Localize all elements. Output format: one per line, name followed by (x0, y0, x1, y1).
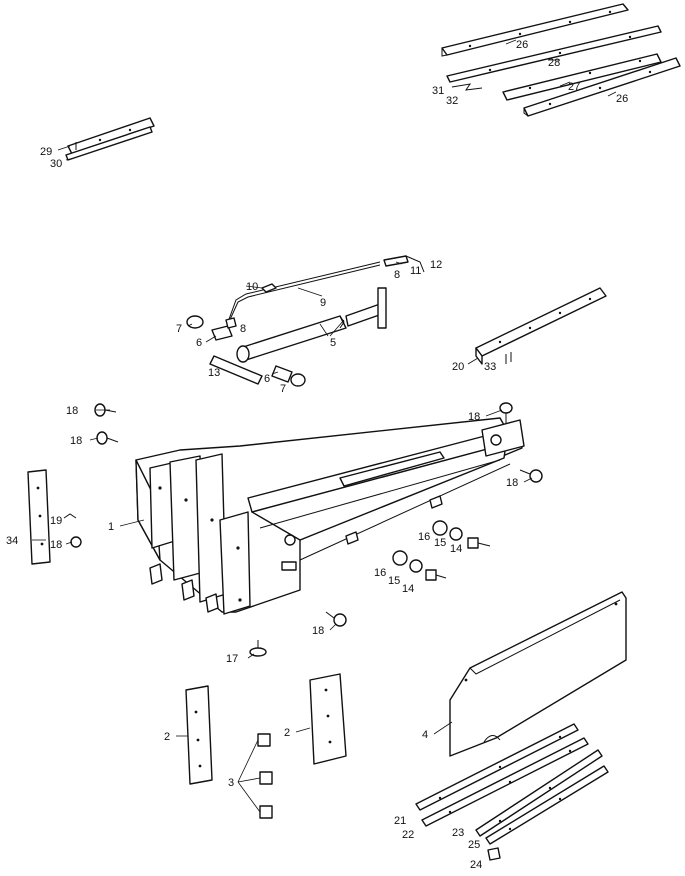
label-22: 22 (402, 829, 414, 841)
label-12: 12 (430, 259, 442, 271)
label-27: 27 (568, 81, 580, 93)
bolt-14-a (467, 537, 491, 549)
washer-15-b (409, 559, 423, 573)
label-2-left: 2 (164, 731, 170, 743)
clip-3-c (259, 805, 273, 819)
label-16-b: 16 (374, 567, 386, 579)
label-14-a: 14 (450, 543, 462, 555)
label-18-c: 18 (468, 411, 480, 423)
label-9: 9 (320, 297, 326, 309)
strip-27 (502, 53, 662, 101)
label-31: 31 (432, 85, 444, 97)
bolt-14-b (425, 569, 447, 581)
label-18-f: 18 (312, 625, 324, 637)
label-18-b: 18 (70, 435, 82, 447)
label-15-b: 15 (388, 575, 400, 587)
pin-19 (63, 513, 77, 519)
strip-26-bottom (523, 57, 681, 117)
label-8-left: 8 (240, 323, 246, 335)
label-28: 28 (548, 57, 560, 69)
label-10: 10 (246, 281, 258, 293)
foot-17 (249, 640, 267, 657)
label-13: 13 (208, 367, 220, 379)
panel-4 (449, 591, 627, 757)
bolt-33 (505, 352, 512, 364)
label-29: 29 (40, 146, 52, 158)
label-18-e: 18 (50, 539, 62, 551)
clip-24 (487, 847, 501, 861)
knob-18-f (325, 611, 347, 627)
washer-16-a (432, 520, 448, 536)
label-21: 21 (394, 815, 406, 827)
label-33: 33 (484, 361, 496, 373)
washer-15-a (449, 527, 463, 541)
washer-16-b (392, 550, 408, 566)
knob-18-d (519, 469, 543, 483)
label-8-right: 8 (394, 269, 400, 281)
label-18-a: 18 (66, 405, 78, 417)
label-3: 3 (228, 777, 234, 789)
label-4: 4 (422, 729, 428, 741)
knob-18-c (499, 402, 513, 424)
knob-18-e (70, 536, 82, 548)
strip-23 (475, 749, 603, 837)
clip-3-b (259, 771, 273, 785)
label-34: 34 (6, 535, 18, 547)
label-19: 19 (50, 515, 62, 527)
main-frame-1 (135, 417, 525, 615)
label-30: 30 (50, 158, 62, 170)
clip-31-32 (451, 83, 483, 91)
leader-lines (32, 39, 617, 813)
bar-20 (475, 287, 607, 365)
label-5: 5 (330, 337, 336, 349)
label-14-b: 14 (402, 583, 414, 595)
label-7-right: 7 (280, 383, 286, 395)
bushing-8-small (225, 317, 237, 329)
label-25: 25 (468, 839, 480, 851)
rod-13 (209, 355, 263, 385)
label-18-d: 18 (506, 477, 518, 489)
strip-25 (485, 765, 609, 845)
clip-3-a (257, 733, 271, 747)
bushing-7-right (290, 373, 306, 387)
label-20: 20 (452, 361, 464, 373)
knob-18-b (96, 431, 119, 445)
label-6-right: 6 (264, 373, 270, 385)
plate-2-right (309, 673, 347, 765)
strip-26-top (441, 3, 629, 57)
label-11: 11 (410, 265, 421, 277)
label-17: 17 (226, 653, 238, 665)
label-6-left: 6 (196, 337, 202, 349)
strip-28 (446, 25, 662, 83)
bracket-11-12 (383, 255, 425, 273)
label-15-a: 15 (434, 537, 446, 549)
bushing-7-left (186, 315, 204, 329)
label-7-left: 7 (176, 323, 182, 335)
small-part-10 (261, 283, 277, 293)
label-1: 1 (108, 521, 114, 533)
plate-34 (27, 469, 51, 565)
label-23: 23 (452, 827, 464, 839)
strip-21 (415, 723, 579, 811)
label-26-bottom: 26 (616, 93, 628, 105)
plate-2-left (185, 685, 213, 785)
tube-5 (236, 287, 387, 363)
linkage-rod-9 (227, 261, 381, 325)
label-16-a: 16 (418, 531, 430, 543)
label-26-top: 26 (516, 39, 528, 51)
pin-6-right (271, 365, 293, 383)
callout-labels: 1 2 2 3 4 5 6 6 7 7 8 8 9 10 11 12 13 14… (6, 39, 628, 871)
label-32: 32 (446, 95, 458, 107)
label-2-right: 2 (284, 727, 290, 739)
label-24: 24 (470, 859, 482, 871)
bracket-29-30 (65, 117, 155, 161)
strip-22 (421, 737, 589, 827)
